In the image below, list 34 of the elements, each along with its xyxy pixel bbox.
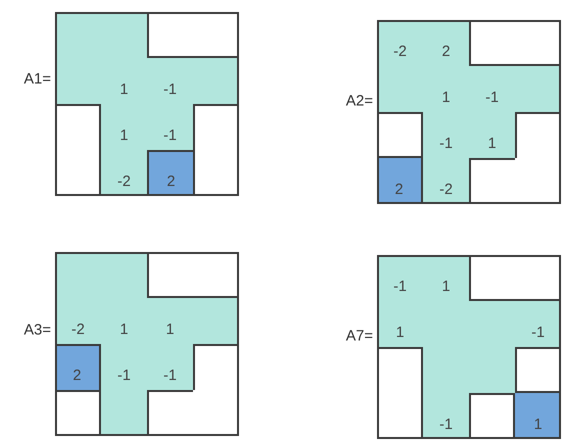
matrix-cell: 1	[423, 255, 469, 301]
matrix-cell: -1	[147, 344, 193, 390]
matrix-cell: 2	[55, 344, 101, 390]
matrix-cell: 2	[377, 158, 423, 204]
matrix-grid	[55, 12, 239, 196]
matrix-cell: -2	[55, 298, 101, 344]
matrix-cell: 1	[469, 112, 515, 158]
matrix-cell: -2	[377, 20, 423, 66]
matrix-cell: 1	[101, 104, 147, 150]
matrix-grid	[55, 252, 239, 436]
matrix-cell: -1	[377, 255, 423, 301]
matrix-label: A3=	[24, 322, 51, 339]
matrix-cell: 1	[423, 66, 469, 112]
matrix-cell: -1	[423, 112, 469, 158]
matrix-cell: 1	[101, 58, 147, 104]
matrix-cell: 2	[147, 150, 193, 196]
matrix-cell: -2	[423, 158, 469, 204]
matrix-cell: -2	[101, 150, 147, 196]
matrix-cell: -1	[147, 104, 193, 150]
matrix-cell: 1	[101, 298, 147, 344]
matrix-cell: 2	[423, 20, 469, 66]
matrix-cell: -1	[423, 393, 469, 439]
matrix-cell: 1	[515, 393, 561, 439]
matrix-label: A2=	[346, 92, 373, 109]
matrix-cell: 1	[147, 298, 193, 344]
matrix-cell: -1	[469, 66, 515, 112]
matrix-cell: -1	[101, 344, 147, 390]
matrix-cell: 1	[377, 301, 423, 347]
matrix-label: A1=	[24, 70, 51, 88]
matrix-grid	[377, 20, 561, 204]
matrix-grid	[377, 255, 561, 439]
matrix-label: A7=	[346, 327, 373, 344]
matrix-cell: -1	[147, 58, 193, 104]
matrix-cell: -1	[515, 301, 561, 347]
